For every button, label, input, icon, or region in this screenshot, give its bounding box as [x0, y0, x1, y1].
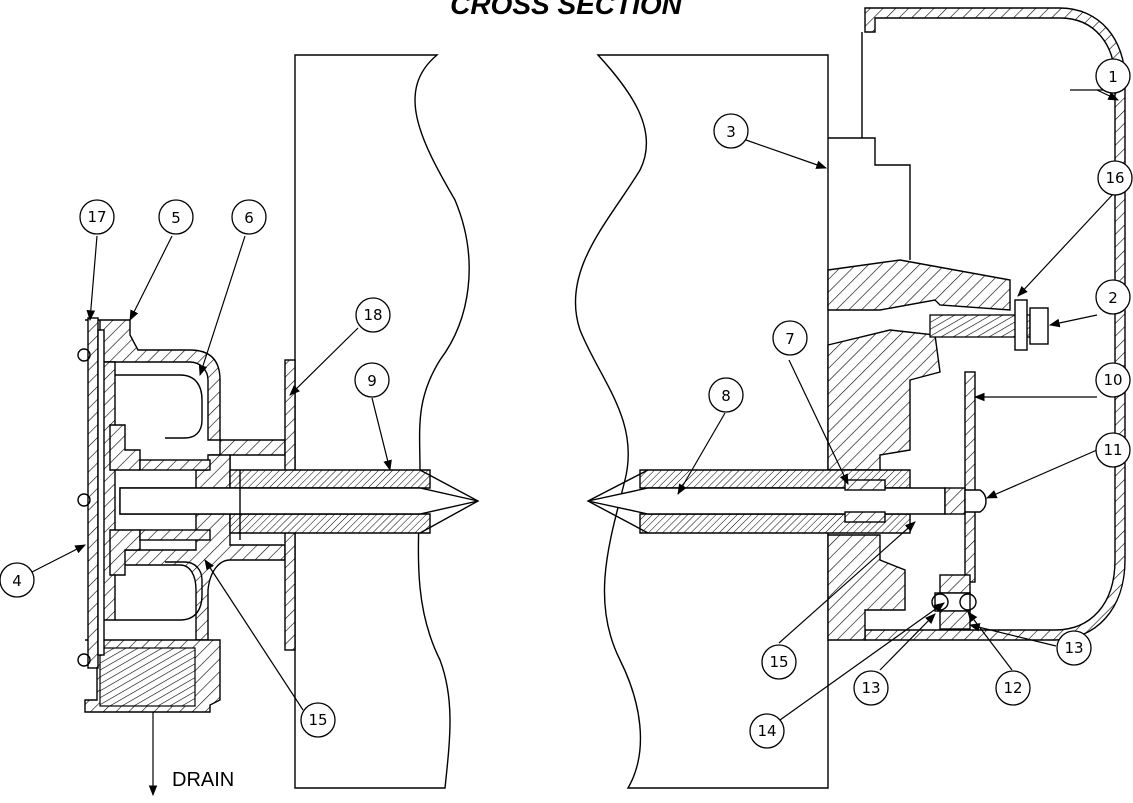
callout-15-left: 15 — [300, 702, 336, 738]
mounting-screw — [929, 299, 1049, 351]
callout-11: 11 — [1095, 432, 1131, 468]
svg-text:12: 12 — [1003, 679, 1022, 697]
callout-7: 7 — [772, 320, 808, 356]
svg-text:7: 7 — [785, 330, 795, 348]
svg-text:6: 6 — [244, 209, 254, 227]
right-tank-wall — [574, 54, 829, 789]
retaining-clip — [931, 574, 977, 630]
svg-text:3: 3 — [726, 123, 736, 141]
callout-3: 3 — [713, 113, 749, 149]
drain-label: DRAIN — [172, 769, 234, 791]
callout-5: 5 — [158, 199, 194, 235]
left-tank-wall — [294, 54, 470, 789]
callout-17: 17 — [79, 199, 115, 235]
diagram-title: CROSS SECTION — [450, 0, 683, 20]
svg-text:1: 1 — [1108, 68, 1118, 86]
cover-plate — [77, 317, 105, 669]
svg-text:4: 4 — [12, 572, 22, 590]
drain-housing — [84, 319, 286, 713]
callout-15-right: 15 — [761, 644, 797, 680]
callout-10: 10 — [1095, 362, 1131, 398]
callout-4: 4 — [0, 562, 35, 598]
callout-9: 9 — [354, 362, 390, 398]
callout-16: 16 — [1097, 160, 1133, 196]
svg-text:9: 9 — [367, 372, 377, 390]
callout-18: 18 — [355, 297, 391, 333]
callout-6: 6 — [231, 199, 267, 235]
svg-text:15: 15 — [769, 653, 788, 671]
left-probe-tube — [119, 469, 480, 540]
svg-text:17: 17 — [87, 208, 106, 226]
callout-14: 14 — [749, 713, 785, 749]
callout-1: 1 — [1095, 58, 1131, 94]
svg-text:13: 13 — [1064, 639, 1083, 657]
svg-text:14: 14 — [757, 722, 776, 740]
svg-text:8: 8 — [721, 387, 731, 405]
callout-8: 8 — [708, 377, 744, 413]
callout-2: 2 — [1095, 279, 1131, 315]
right-probe-tube — [586, 469, 987, 534]
svg-text:13: 13 — [861, 679, 880, 697]
callout-13a: 13 — [1056, 630, 1092, 666]
right-housing-shell — [864, 7, 1126, 641]
svg-text:10: 10 — [1103, 371, 1122, 389]
svg-text:18: 18 — [363, 306, 382, 324]
svg-text:2: 2 — [1108, 289, 1118, 307]
sensor-module — [828, 32, 911, 260]
callout-12: 12 — [995, 670, 1031, 706]
svg-text:5: 5 — [171, 209, 181, 227]
bracket-plate — [964, 371, 976, 583]
svg-text:11: 11 — [1103, 441, 1122, 459]
callout-13b: 13 — [853, 670, 889, 706]
svg-text:16: 16 — [1105, 169, 1124, 187]
svg-text:15: 15 — [308, 711, 327, 729]
drain-indicator: DRAIN — [148, 712, 234, 797]
mounting-bracket — [827, 259, 1011, 641]
